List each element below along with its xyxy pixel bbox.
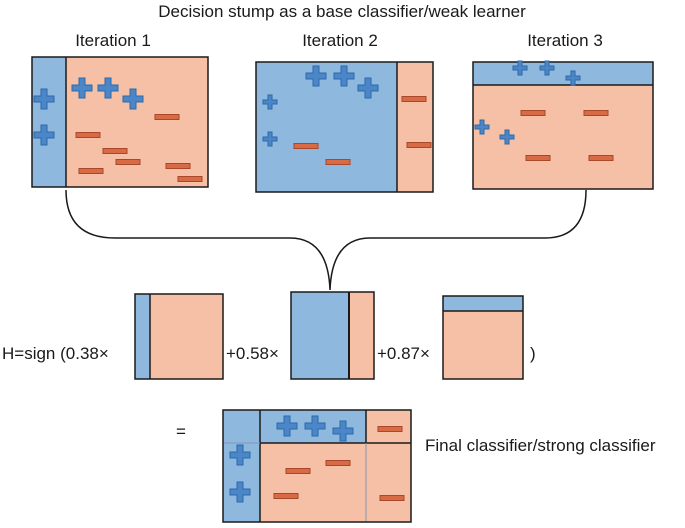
formula-close-paren: ) (530, 344, 536, 363)
minus-icon (583, 110, 609, 116)
minus-icon (525, 155, 551, 161)
iteration-2-label: Iteration 2 (302, 31, 378, 50)
minus-icon (102, 148, 128, 154)
combine-brace (65, 189, 587, 291)
formula-stump-1 (134, 293, 224, 380)
minus-icon (588, 155, 614, 161)
minus-icon (325, 159, 351, 165)
iteration-3-label: Iteration 3 (527, 31, 603, 50)
minus-icon (401, 96, 427, 102)
iteration-1-panel (31, 56, 209, 188)
minus-icon (78, 168, 104, 174)
final-classifier-label: Final classifier/strong classifier (425, 436, 656, 455)
final-classifier-panel (222, 409, 412, 523)
equals-sign: = (176, 422, 186, 441)
minus-icon (285, 468, 311, 474)
iteration-2-panel (255, 61, 434, 193)
minus-icon (377, 426, 403, 432)
minus-icon (379, 495, 405, 501)
minus-icon (520, 110, 546, 116)
formula-stump-2 (290, 291, 375, 380)
minus-icon (165, 163, 191, 169)
formula-term-3: +0.87× (377, 344, 430, 363)
diagram-title: Decision stump as a base classifier/weak… (158, 2, 526, 21)
minus-icon (406, 142, 432, 148)
minus-icon (177, 176, 203, 182)
minus-icon (154, 114, 180, 120)
formula-stump-3 (442, 295, 524, 380)
minus-icon (115, 159, 141, 165)
formula-term-2: +0.58× (226, 344, 279, 363)
minus-icon (273, 493, 299, 499)
iteration-1-label: Iteration 1 (75, 31, 151, 50)
formula-prefix: H=sign (0.38× (2, 344, 109, 363)
minus-icon (325, 460, 351, 466)
iteration-3-panel (472, 60, 654, 190)
minus-icon (75, 132, 101, 138)
minus-icon (293, 143, 319, 149)
